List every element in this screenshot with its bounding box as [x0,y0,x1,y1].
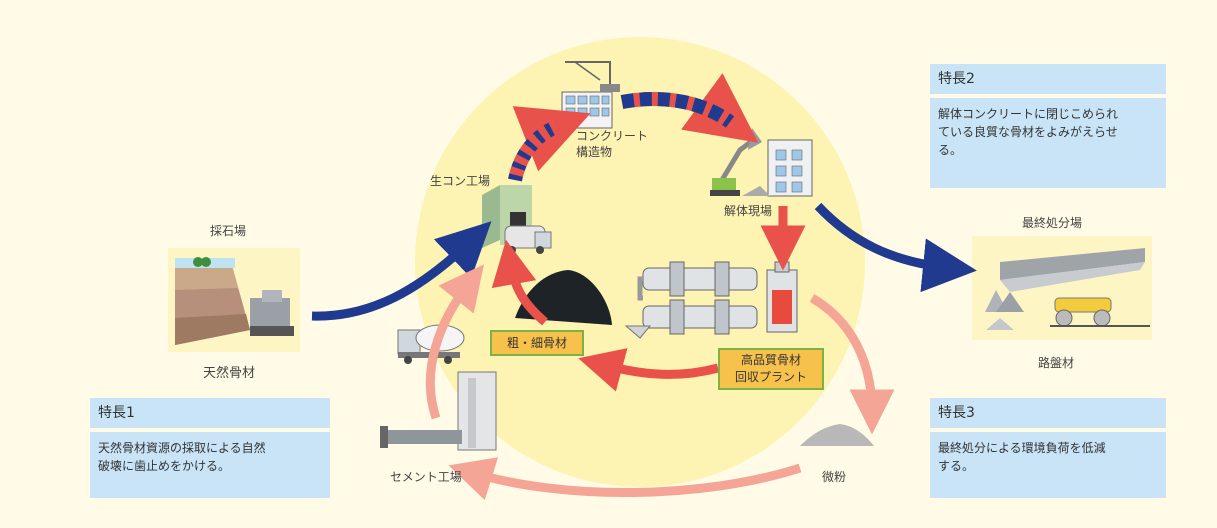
cement-plant-illustration [380,371,497,451]
arrow-demolition-to-disposal [814,202,977,293]
label-concrete-structure: コンクリート 構造物 [576,129,649,159]
demolition-illustration [710,128,813,197]
ready-mix-plant-illustration [482,185,552,254]
fine-powder-illustration [800,424,874,446]
arrow-powder-to-cement [448,457,802,501]
recovery-plant-illustration [624,261,798,339]
feature-2-title: 特長2 [930,64,1166,94]
label-fine-powder: 微粉 [822,470,847,484]
arrow-recovery-to-aggregate [578,348,720,392]
arrow-cement-to-plant [425,264,484,420]
label-roadbed-material: 路盤材 [1038,356,1075,370]
tag-coarse-fine-aggregate: 粗・細骨材 [490,330,584,356]
disposal-site-illustration [972,236,1152,340]
feature-3-body: 最終処分による環境負荷を低減 する。 [930,432,1166,498]
label-quarry: 採石場 [210,224,247,238]
feature-1-body: 天然骨材資源の採取による自然 破壊に歯止めをかける。 [90,432,330,498]
tag-recovery-plant: 高品質骨材 回収プラント [718,348,824,390]
feature-2-body: 解体コンクリートに閉じこめられ ている良質な骨材をよみがえらせ る。 [930,98,1166,188]
label-natural-aggregate: 天然骨材 [203,366,256,381]
quarry-illustration [168,248,300,352]
arrow-recovery-to-powder [809,294,895,435]
arrow-quarry-to-plant [311,221,492,321]
label-ready-mix-plant: 生コン工場 [430,174,491,188]
arrow-aggregate-to-plant [491,239,548,326]
feature-3-title: 特長3 [930,398,1166,428]
label-cement-plant: セメント工場 [390,470,462,484]
label-demolition-site: 解体現場 [724,204,773,218]
feature-1-title: 特長1 [90,398,330,428]
label-final-disposal-site: 最終処分場 [1022,216,1083,230]
